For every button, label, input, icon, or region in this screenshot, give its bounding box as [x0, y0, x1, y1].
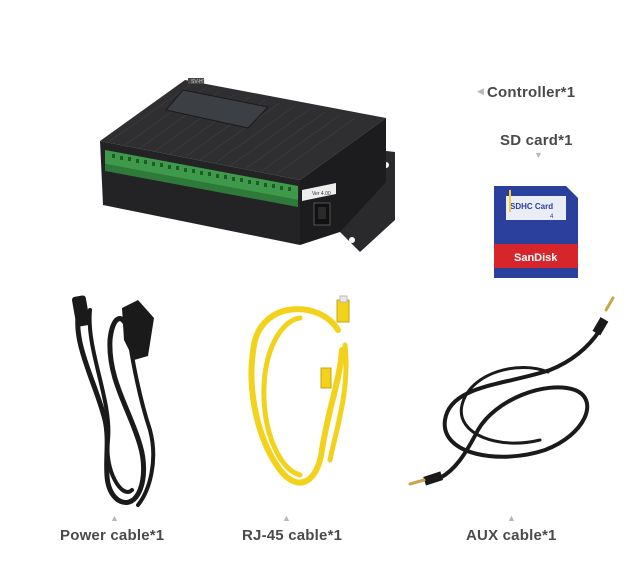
- pointer-caret: ▼: [534, 150, 543, 160]
- sd-card-type: SDHC Card: [510, 202, 553, 211]
- rj45-cable: [248, 295, 350, 486]
- pointer-caret: ▲: [507, 513, 516, 523]
- device-top-tag: SV-HT: [191, 79, 206, 85]
- pointer-caret: ▲: [110, 513, 119, 523]
- rj45-cable-label: RJ-45 cable*1: [242, 527, 343, 544]
- sd-card: SDHC Card 4 SanDisk: [494, 186, 578, 278]
- pointer-caret: ◀: [477, 86, 484, 96]
- sd-card-brand: SanDisk: [514, 252, 558, 264]
- power-cable-label: Power cable*1: [60, 527, 165, 544]
- aux-cable-label: AUX cable*1: [466, 527, 557, 544]
- device-panel-tag: Ver 4.00: [312, 191, 331, 197]
- controller-label: Controller*1: [487, 84, 576, 101]
- pointer-caret: ▲: [282, 513, 291, 523]
- svg-text:4: 4: [550, 214, 554, 220]
- aux-cable: [408, 296, 615, 486]
- power-cable: [71, 295, 156, 507]
- controller-device: SV-HT Ver 4.00: [100, 78, 395, 252]
- sd-card-label: SD card*1: [500, 132, 573, 149]
